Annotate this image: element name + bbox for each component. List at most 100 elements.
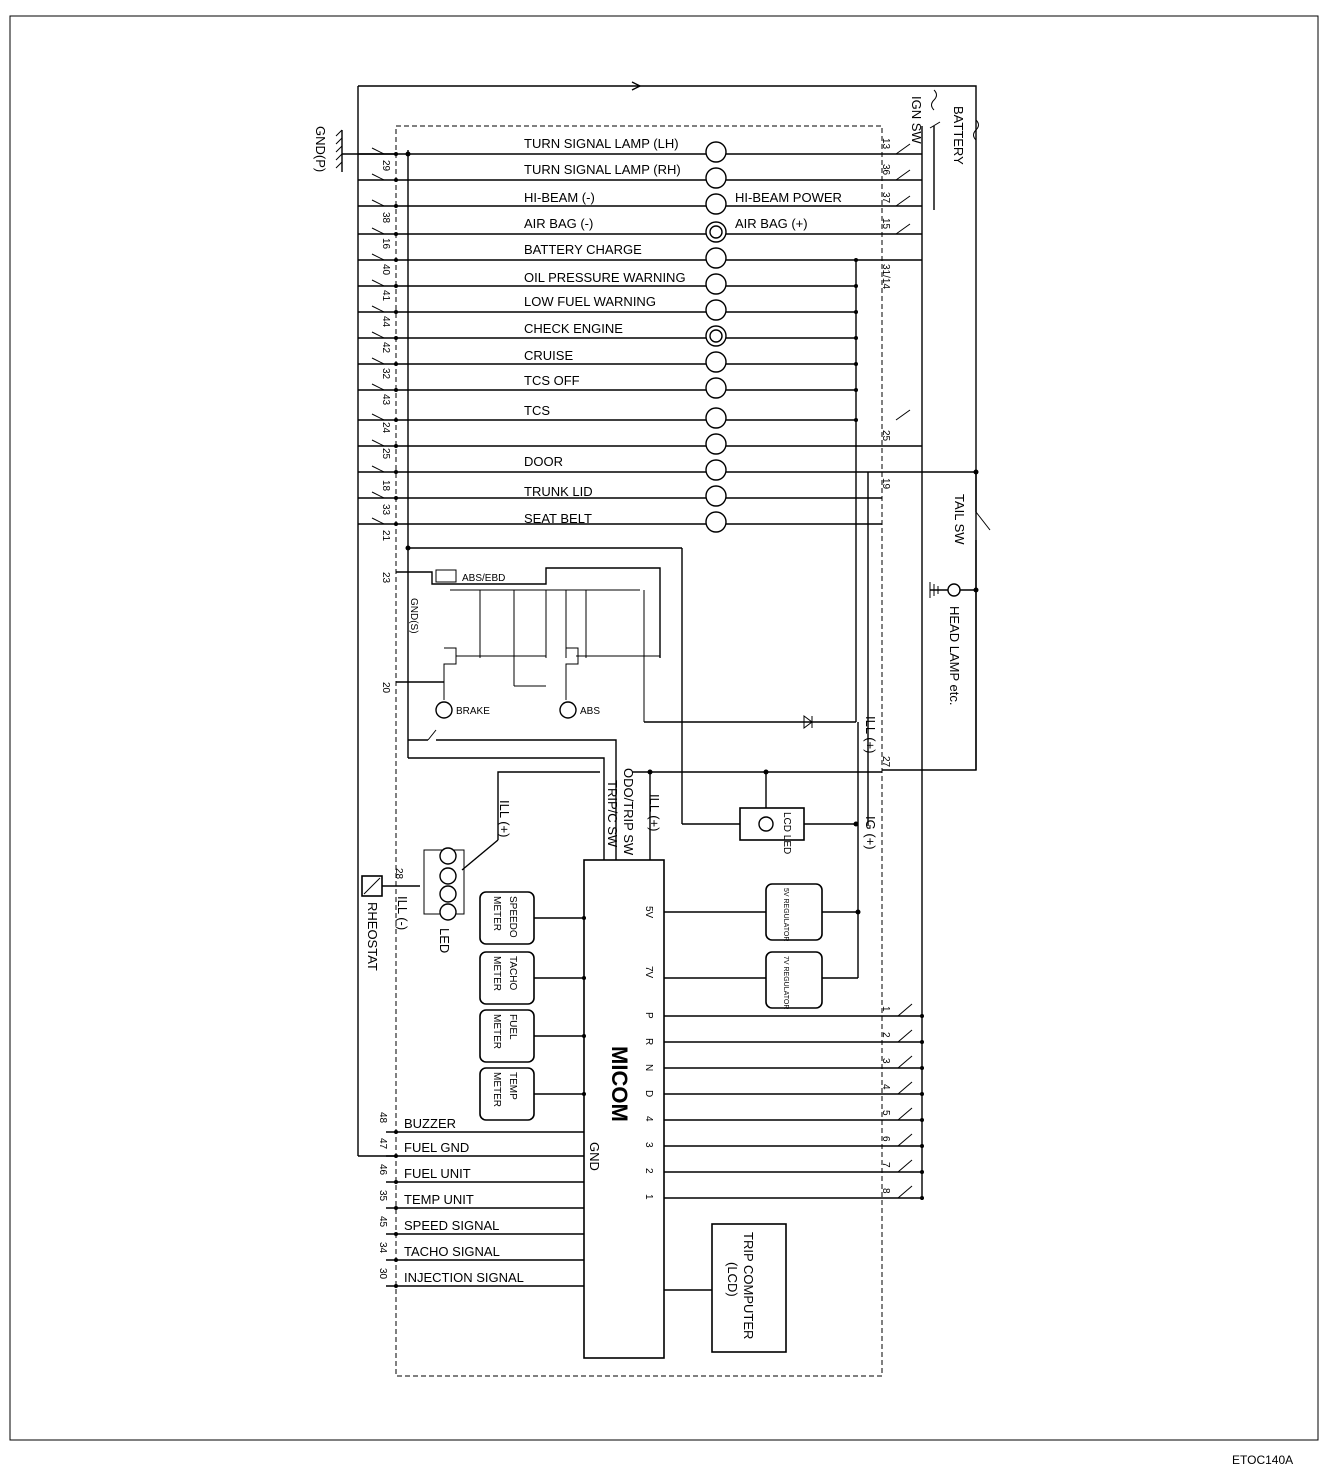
- junction-dot: [582, 1034, 586, 1038]
- switch-mark: [895, 169, 911, 181]
- junction-dot: [920, 1066, 924, 1070]
- fuel-unit-label: FUEL UNIT: [404, 1166, 471, 1181]
- pin-35: 35: [377, 1190, 388, 1202]
- pin-45: 45: [377, 1216, 388, 1228]
- switch-mark: [897, 1081, 913, 1095]
- abs-lamp-icon: [559, 701, 577, 719]
- gear-pin-label: 4: [880, 1084, 891, 1090]
- pin-43: 43: [380, 394, 391, 406]
- connector-dot: [394, 152, 398, 156]
- trunk-lid-label: TRUNK LID: [524, 484, 593, 499]
- connector-dot: [394, 1232, 398, 1236]
- micom-label: MICOM: [607, 1046, 632, 1122]
- cluster-boundary: [395, 125, 883, 1377]
- meter-label: FUEL: [507, 1014, 518, 1040]
- connector-mark: [371, 199, 385, 207]
- airbag-pos-label: AIR BAG (+): [735, 216, 808, 231]
- gear-pin-label: 6: [880, 1136, 891, 1142]
- oil-pressure-label: OIL PRESSURE WARNING: [524, 270, 686, 285]
- connector-mark: [371, 227, 385, 235]
- warning-lamp-icon: [705, 459, 727, 481]
- gear-pin-label: 7: [880, 1162, 891, 1168]
- warning-lamp-icon: [705, 141, 727, 163]
- pin-21: 21: [380, 530, 391, 542]
- pin-31-14: 31/14: [880, 264, 891, 289]
- switch-mark: [897, 1029, 913, 1043]
- warning-lamp-icon: [705, 247, 727, 269]
- turn-rh-label: TURN SIGNAL LAMP (RH): [524, 162, 681, 177]
- regulator-5v-box: [765, 883, 823, 941]
- warning-lamp-icon: [705, 167, 727, 189]
- signal-rows: [386, 1130, 584, 1288]
- connector-dot: [394, 418, 398, 422]
- odo-trip-sw-label: ODO/TRIP SW: [621, 768, 636, 856]
- hibeam-neg-label: HI-BEAM (-): [524, 190, 595, 205]
- pin-48: 48: [377, 1112, 388, 1124]
- pin-30: 30: [377, 1268, 388, 1280]
- trip-c-sw-label: TRIP/C SW: [605, 780, 620, 848]
- connector-dot: [394, 1206, 398, 1210]
- gear-position-label: 3: [643, 1142, 654, 1148]
- meter-label: TEMP: [507, 1072, 518, 1100]
- connector-mark: [371, 357, 385, 365]
- seat-belt-label: SEAT BELT: [524, 511, 592, 526]
- connector-dot: [394, 204, 398, 208]
- warning-lamp-inner-icon: [709, 329, 723, 343]
- brake-lamp-icon: [435, 701, 453, 719]
- connector-mark: [371, 439, 385, 447]
- gnd-s-label: GND(S): [408, 598, 419, 634]
- connector-dot: [394, 310, 398, 314]
- diagram-border: [9, 15, 1319, 1441]
- micom-box: [583, 859, 665, 1359]
- pin-36: 36: [880, 164, 891, 176]
- gear-position-label: 2: [643, 1168, 654, 1174]
- pin-42: 42: [380, 342, 391, 354]
- tacho-signal-label: TACHO SIGNAL: [404, 1244, 500, 1259]
- pin-44: 44: [380, 316, 391, 328]
- tail-sw-label: TAIL SW: [952, 494, 967, 545]
- pin-37: 37: [880, 192, 891, 204]
- connector-dot: [394, 496, 398, 500]
- junction-dot: [582, 1092, 586, 1096]
- fuel-gnd-label: FUEL GND: [404, 1140, 469, 1155]
- pin-33: 33: [380, 504, 391, 516]
- meter-label: TACHO: [507, 956, 518, 990]
- pin-24: 24: [380, 422, 391, 434]
- brake-label: BRAKE: [456, 706, 490, 717]
- connector-mark: [371, 147, 385, 155]
- pin-47: 47: [377, 1138, 388, 1150]
- pin-46: 46: [377, 1164, 388, 1176]
- speed-signal-label: SPEED SIGNAL: [404, 1218, 499, 1233]
- connector-dot: [394, 522, 398, 526]
- lamp-rows: [358, 141, 922, 551]
- gear-pin-label: 3: [880, 1058, 891, 1064]
- micom-gnd-label: GND: [587, 1142, 602, 1171]
- pin-38: 38: [380, 212, 391, 224]
- switch-mark: [895, 195, 911, 207]
- meter-box: [479, 891, 535, 945]
- switch-mark: [897, 1159, 913, 1173]
- battery-charge-label: BATTERY CHARGE: [524, 242, 642, 257]
- connector-dot: [394, 444, 398, 448]
- ill-pos-label-1: ILL (+): [863, 716, 878, 753]
- switch-mark: [895, 409, 911, 421]
- cruise-label: CRUISE: [524, 348, 573, 363]
- junction-dot: [920, 1196, 924, 1200]
- warning-lamp-inner-icon: [709, 225, 723, 239]
- warning-lamp-icon: [705, 193, 727, 215]
- meter-box: [479, 1067, 535, 1121]
- head-lamp-label: HEAD LAMP etc.: [947, 606, 962, 705]
- trip-computer-lcd-label: (LCD): [725, 1262, 740, 1297]
- regulator-7v-label: 7V REGULATOR: [782, 956, 789, 1009]
- gear-position-label: 4: [643, 1116, 654, 1122]
- connector-mark: [371, 383, 385, 391]
- head-lamp-ground-icon: [929, 582, 939, 598]
- connector-mark: [371, 465, 385, 473]
- hibeam-power-label: HI-BEAM POWER: [735, 190, 842, 205]
- tcs-label: TCS: [524, 403, 550, 418]
- connector-dot: [394, 284, 398, 288]
- connector-mark: [371, 173, 385, 181]
- buzzer-label: BUZZER: [404, 1116, 456, 1131]
